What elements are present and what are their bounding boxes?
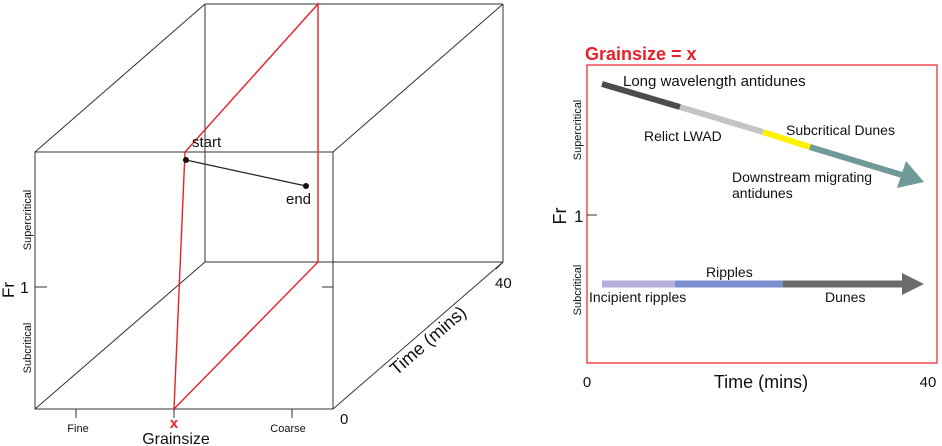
cube-time-tick-start: 0 [340, 411, 348, 428]
panel-time-axis-label: Time (mins) [714, 372, 808, 392]
cube-time-tick-40 [495, 261, 504, 270]
cube-depth-edge-bottom-left [34, 261, 206, 410]
cube-supercritical-label: Supercritical [22, 190, 34, 251]
cube-front-face [34, 151, 334, 410]
supercritical-arrow-head [897, 161, 924, 188]
panel-title: Grainsize = x [585, 44, 697, 64]
cube-diagram: start end Fr 1 Supercritical Subcritical… [0, 2, 512, 446]
label-dunes: Dunes [825, 289, 865, 305]
segment-relict-lwad [679, 104, 764, 135]
label-downstream-line1: Downstream migrating [732, 169, 872, 185]
panel-frame [586, 64, 938, 364]
cube-time-axis-label: Time (mins) [386, 302, 470, 379]
label-relict-lwad: Relict LWAD [644, 128, 722, 144]
label-long-wavelength-antidunes: Long wavelength antidunes [623, 73, 806, 90]
segment-subcritical-dunes [762, 129, 811, 150]
panel-time-tick-end: 40 [920, 374, 937, 391]
grainsize-panel: Grainsize = x Fr 1 Supercritical Subcrit… [550, 44, 938, 392]
start-point [183, 157, 189, 163]
label-ripples: Ripples [706, 264, 753, 280]
label-downstream-line2: antidunes [732, 185, 793, 201]
cube-fr-tick-label: 1 [20, 280, 29, 297]
cube-subcritical-label: Subcritical [22, 323, 34, 374]
panel-supercritical-label: Supercritical [572, 100, 584, 161]
end-point [303, 183, 309, 189]
start-end-path [185, 159, 307, 187]
panel-subcritical-label: Subcritical [572, 265, 584, 316]
grainsize-slice-plane [173, 2, 319, 411]
cube-depth-edge-top-right [332, 3, 504, 153]
cube-time-tick-end: 40 [495, 275, 512, 292]
cube-depth-edge-bottom-right [332, 261, 504, 410]
cube-depth-edge-top-left [34, 3, 206, 153]
cube-grainsize-x: x [170, 415, 179, 432]
segment-long-wavelength-antidunes [601, 81, 681, 110]
panel-time-tick-start: 0 [583, 374, 591, 391]
start-label: start [192, 134, 222, 151]
panel-fr-label: Fr [550, 208, 570, 225]
cube-grainsize-axis-label: Grainsize [142, 431, 210, 446]
segment-downstream-migrating-antidunes [809, 144, 903, 178]
cube-fr-label: Fr [0, 282, 18, 298]
label-subcritical-dunes: Subcritical Dunes [786, 122, 895, 138]
label-incipient-ripples: Incipient ripples [589, 289, 686, 305]
cube-grainsize-coarse: Coarse [270, 423, 305, 435]
cube-grainsize-fine: Fine [67, 423, 88, 435]
end-label: end [286, 191, 311, 208]
panel-fr-tick-label: 1 [574, 207, 583, 226]
subcritical-arrow-head [902, 273, 924, 295]
